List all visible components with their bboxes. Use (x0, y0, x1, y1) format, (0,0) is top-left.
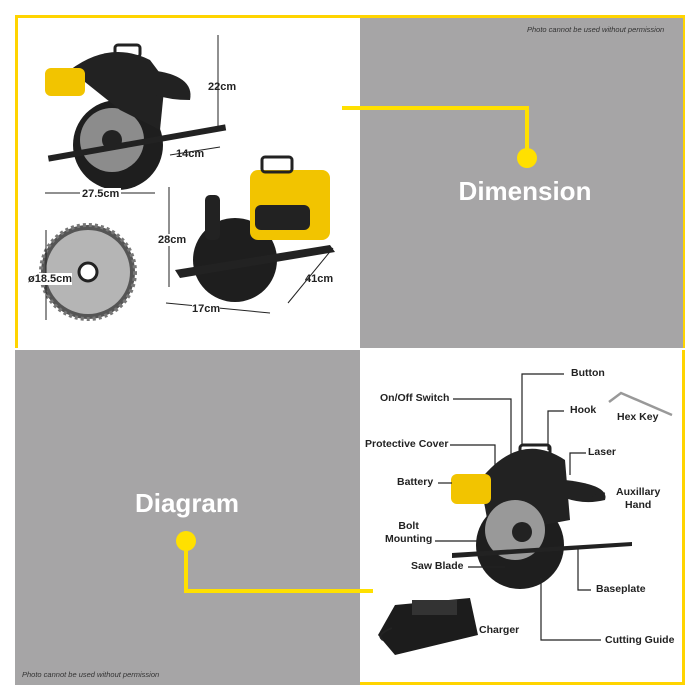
callout-bolt-mounting-line2: Mounting (385, 533, 433, 545)
diagram-label-panel (15, 350, 360, 685)
callout-bolt-mounting-line1: Bolt (398, 520, 419, 532)
watermark-text: Photo cannot be used without permission (527, 25, 665, 34)
callout-button: Button (571, 367, 605, 379)
saw-blade-image (39, 223, 137, 321)
callout-auxiliary-hand-line1: Auxillary (616, 486, 661, 498)
side-height-label: 28cm (158, 234, 187, 246)
height-label: 22cm (208, 81, 237, 93)
callout-charger: Charger (479, 624, 520, 636)
callout-hook: Hook (570, 404, 597, 416)
side-width-label: 17cm (192, 303, 221, 315)
callout-on-off-switch: On/Off Switch (380, 392, 450, 404)
diagram-title: Diagram (134, 488, 240, 518)
depth-label: 14cm (176, 148, 205, 160)
callout-bolt-mounting: Bolt Mounting (385, 520, 432, 546)
side-length-label: 41cm (305, 273, 334, 285)
callout-hex-key: Hex Key (617, 411, 659, 423)
dimension-connector (342, 106, 537, 168)
callout-cutting-guide: Cutting Guide (605, 634, 675, 646)
callout-auxiliary-hand: Auxillary Hand (616, 486, 660, 512)
diagram-connector (176, 531, 373, 593)
circular-saw-rear-image (175, 155, 335, 302)
dimension-title: Dimension (458, 176, 592, 206)
callout-baseplate: Baseplate (596, 583, 646, 595)
callout-saw-blade: Saw Blade (411, 560, 464, 572)
dimension-label-panel (360, 15, 685, 348)
callout-protective-cover: Protective Cover (365, 438, 449, 450)
callout-laser: Laser (588, 446, 617, 458)
circular-saw-side-image (45, 43, 227, 190)
callout-battery: Battery (397, 476, 434, 488)
watermark-text: Photo cannot be used without permission (22, 670, 160, 679)
callout-lines (435, 373, 606, 641)
circular-saw-diagram-image (378, 391, 673, 655)
blade-diameter-label: ø18.5cm (28, 273, 73, 285)
callout-auxiliary-hand-line2: Hand (625, 499, 652, 511)
length-label: 27.5cm (80, 188, 122, 200)
